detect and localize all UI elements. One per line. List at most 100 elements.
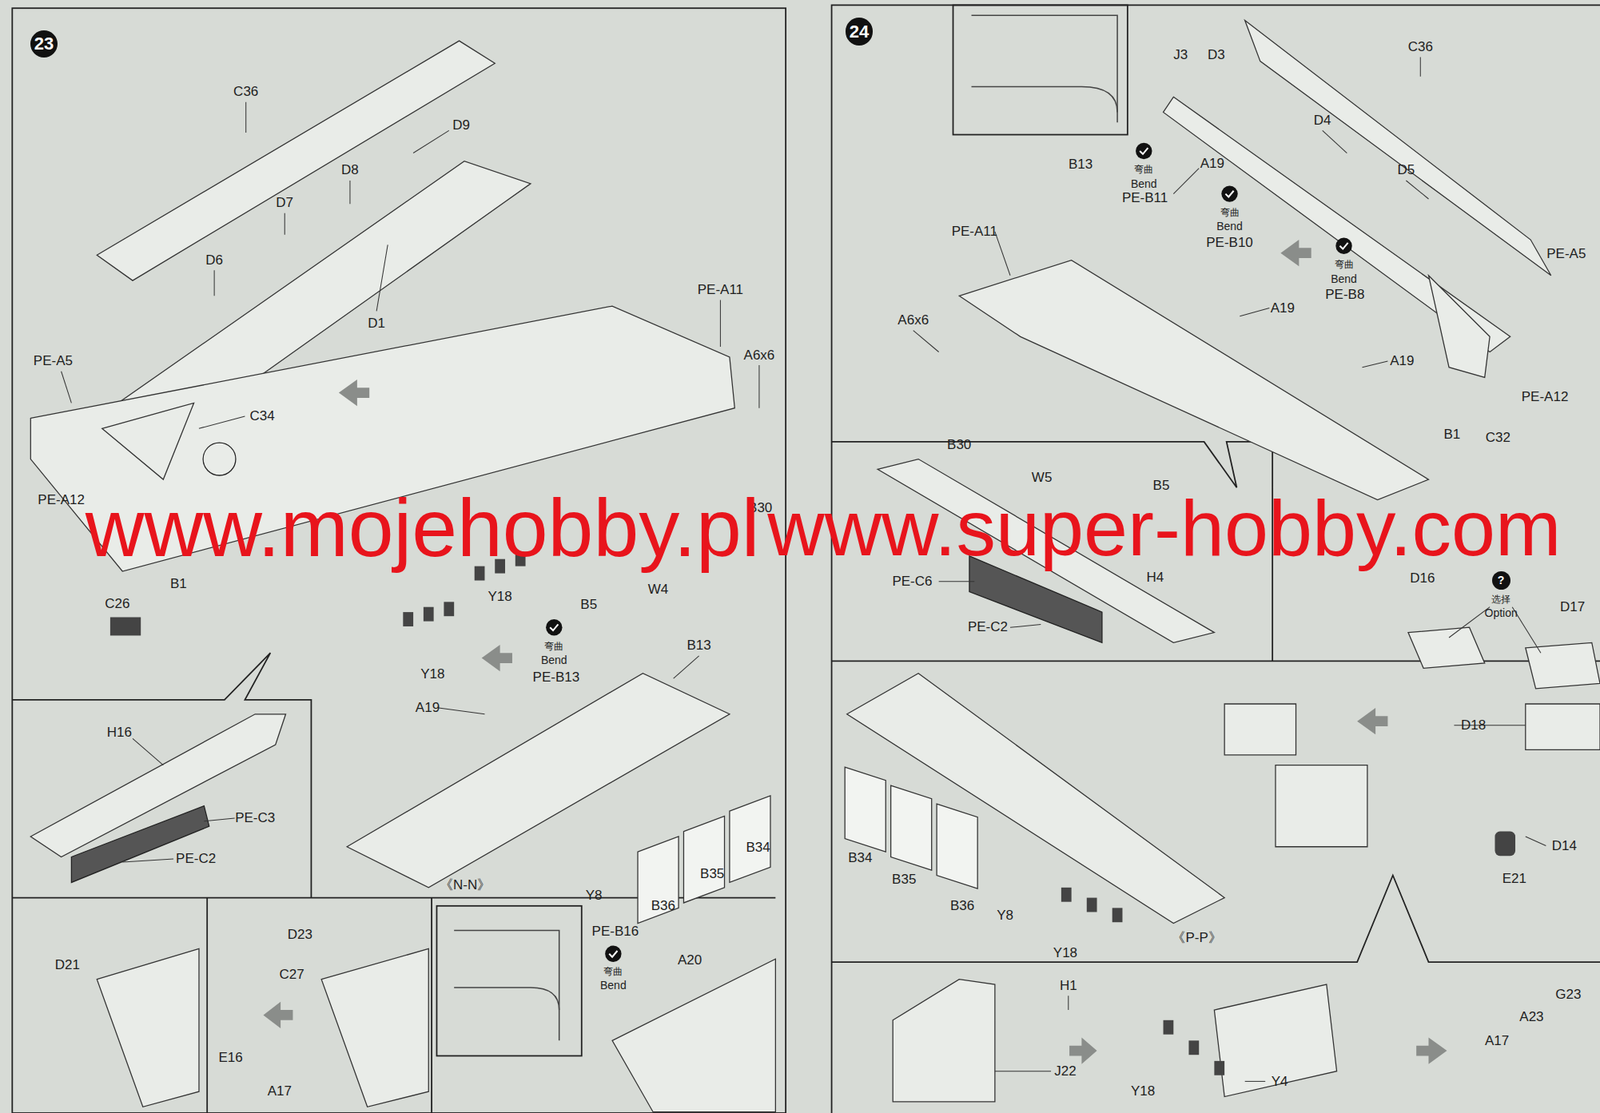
bend-note: 弯曲 bbox=[1220, 207, 1240, 219]
bend-note: 弯曲 bbox=[1134, 164, 1154, 176]
part-label: D14 bbox=[1552, 838, 1577, 855]
bend-note: 弯曲 bbox=[544, 641, 564, 653]
part-label: 《P-P》 bbox=[1171, 930, 1222, 947]
part-label: D6 bbox=[205, 252, 223, 269]
part-label: D16 bbox=[1409, 570, 1435, 587]
part-label: B13 bbox=[1068, 156, 1093, 173]
part-label: PE-A5 bbox=[33, 353, 73, 370]
panel-frames bbox=[11, 4, 1600, 1113]
part-label: C27 bbox=[279, 967, 305, 984]
part-label: Y4 bbox=[1271, 1074, 1289, 1091]
bend-note: 弯曲 bbox=[1334, 259, 1354, 271]
direction-arrows bbox=[262, 239, 1447, 1065]
part-label: A20 bbox=[677, 952, 702, 969]
part-label: B36 bbox=[950, 898, 975, 915]
watermark: www.mojehobby.pl bbox=[85, 487, 761, 570]
part-label: Bend bbox=[1216, 219, 1243, 233]
side-plates bbox=[637, 767, 978, 924]
step-number: ? bbox=[1497, 573, 1505, 587]
part-label: PE-B10 bbox=[1205, 234, 1254, 251]
step-number: 24 bbox=[849, 21, 869, 43]
part-label: B36 bbox=[651, 898, 676, 915]
part-label: E16 bbox=[218, 1050, 243, 1067]
part-label: B5 bbox=[580, 597, 598, 613]
part-label: B1 bbox=[1443, 426, 1461, 443]
part-label: C32 bbox=[1485, 429, 1511, 446]
part-label: A17 bbox=[1484, 1033, 1509, 1050]
part-label: A19 bbox=[415, 700, 440, 717]
part-label: A19 bbox=[1389, 353, 1414, 370]
bend-note: 弯曲 bbox=[603, 967, 623, 979]
step-number: 23 bbox=[34, 33, 54, 55]
step-number-circle: 24 bbox=[845, 17, 873, 45]
watermark: www.super-hobby.com bbox=[767, 489, 1561, 569]
part-label: A6x6 bbox=[744, 347, 776, 364]
part-label: Y18 bbox=[1130, 1083, 1155, 1100]
part-label: A19 bbox=[1270, 300, 1295, 317]
small-parts bbox=[110, 552, 1516, 1076]
part-label: D5 bbox=[1397, 162, 1416, 179]
part-label: H4 bbox=[1146, 569, 1164, 586]
part-label: Bend bbox=[1130, 177, 1158, 191]
part-label: D23 bbox=[287, 927, 313, 944]
part-label: PE-A11 bbox=[697, 282, 744, 299]
part-label: Y18 bbox=[420, 666, 445, 683]
part-label: A17 bbox=[267, 1083, 292, 1100]
part-label: PE-C2 bbox=[967, 619, 1008, 636]
part-label: Bend bbox=[600, 979, 627, 992]
part-label: D7 bbox=[275, 195, 294, 211]
step-number-circle: 23 bbox=[30, 30, 58, 58]
part-label: B35 bbox=[700, 866, 725, 883]
part-label: A23 bbox=[1519, 1009, 1544, 1026]
part-label: Y8 bbox=[585, 887, 603, 904]
part-label: D9 bbox=[452, 117, 470, 134]
part-label: Option bbox=[1484, 606, 1518, 620]
part-label: PE-A11 bbox=[951, 223, 998, 240]
part-label: PE-A12 bbox=[1521, 389, 1569, 406]
part-label: 《N-N》 bbox=[439, 877, 491, 894]
part-label: J22 bbox=[1054, 1063, 1076, 1080]
part-label: Bend bbox=[541, 653, 568, 667]
part-label: PE-C6 bbox=[891, 573, 932, 590]
part-label: D17 bbox=[1560, 599, 1585, 616]
part-label: W4 bbox=[648, 581, 669, 598]
part-label: D8 bbox=[341, 162, 359, 179]
part-label: B34 bbox=[746, 839, 771, 856]
part-label: PE-B13 bbox=[533, 669, 581, 686]
part-label: PE-C2 bbox=[175, 851, 216, 868]
part-label: C36 bbox=[1408, 39, 1433, 56]
part-label: C36 bbox=[233, 83, 259, 100]
part-label: PE-B11 bbox=[1122, 190, 1168, 207]
part-label: Y8 bbox=[996, 907, 1014, 924]
part-label: PE-C3 bbox=[234, 810, 275, 827]
bend-note: 选择 bbox=[1491, 594, 1511, 606]
step-number-circle: ? bbox=[1492, 571, 1511, 590]
part-label: PE-B8 bbox=[1325, 286, 1365, 303]
part-label: B34 bbox=[847, 850, 872, 867]
part-label: H1 bbox=[1059, 978, 1078, 995]
part-label: A19 bbox=[1200, 155, 1225, 172]
part-label: PE-A5 bbox=[1546, 246, 1586, 263]
leader-lines bbox=[61, 57, 1547, 1083]
part-label: Y18 bbox=[1053, 945, 1078, 962]
part-label: C34 bbox=[250, 408, 275, 425]
part-label: D18 bbox=[1460, 717, 1486, 734]
part-label: PE-B16 bbox=[592, 923, 640, 940]
part-label: D3 bbox=[1207, 47, 1226, 64]
part-label: A6x6 bbox=[897, 312, 929, 329]
part-label: B1 bbox=[170, 576, 188, 593]
part-label: B35 bbox=[891, 871, 916, 888]
part-label: D21 bbox=[55, 957, 80, 974]
part-label: B13 bbox=[686, 637, 711, 654]
part-label: E21 bbox=[1502, 871, 1527, 888]
part-label: PE-A12 bbox=[37, 492, 85, 509]
part-label: C26 bbox=[104, 596, 130, 613]
part-label: B30 bbox=[947, 437, 972, 454]
part-label: Bend bbox=[1330, 272, 1358, 286]
hull-parts bbox=[30, 20, 1600, 1113]
part-label: H16 bbox=[107, 724, 132, 741]
part-label: G23 bbox=[1555, 987, 1581, 1003]
part-label: Y18 bbox=[488, 589, 513, 605]
part-label: W5 bbox=[1031, 469, 1053, 486]
